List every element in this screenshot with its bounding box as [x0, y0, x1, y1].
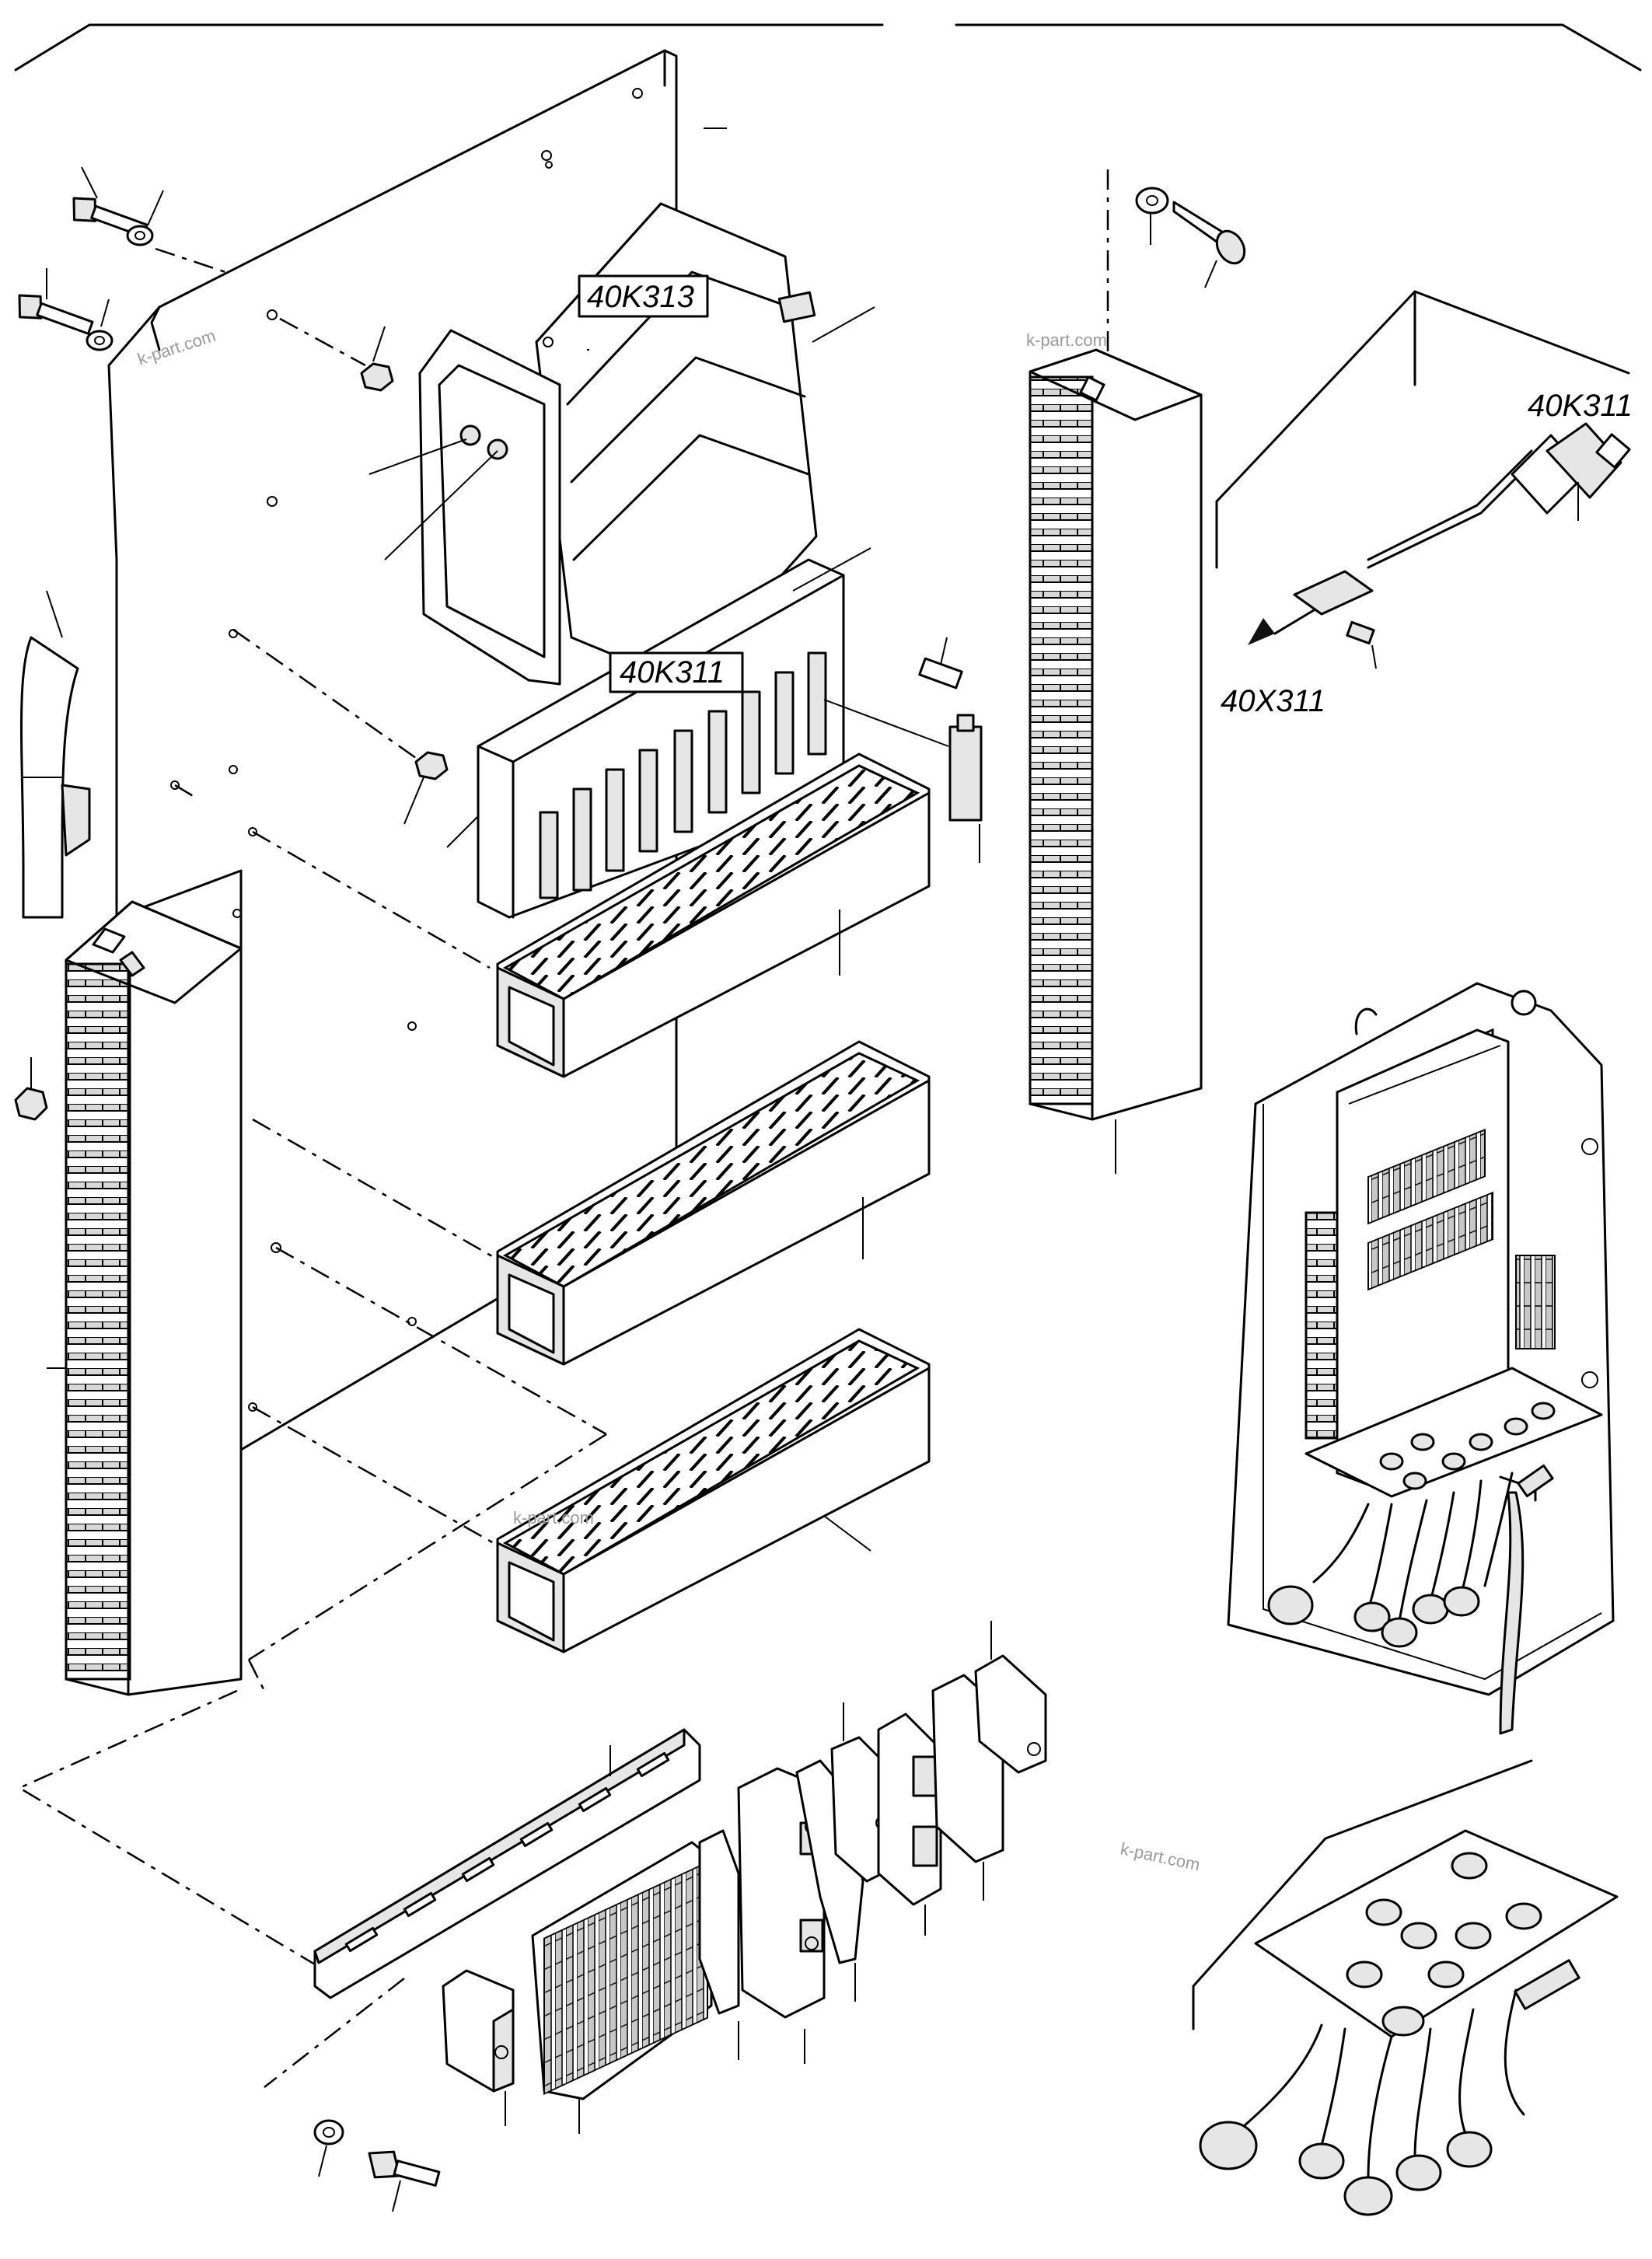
cable-40k311: 40K311 40X311 [1215, 290, 1633, 718]
end-clamp-left [442, 1969, 515, 2126]
cable-harness [20, 590, 91, 919]
bolt-group-bottom [313, 2119, 441, 2212]
vertical-duct-right [1029, 348, 1203, 1174]
watermark-4: k-part.com [1119, 1838, 1202, 1874]
label-40k313: 40K313 [587, 280, 694, 314]
frame-lines [14, 23, 1642, 72]
assembled-cabinet-view [1227, 982, 1615, 1735]
label-40x311: 40X311 [1221, 684, 1325, 718]
vertical-duct-left [47, 900, 243, 1696]
label-40k311-cable: 40K311 [1528, 389, 1633, 423]
terminal-block-bank [531, 1841, 713, 2134]
label-40k311-box: 40K311 [620, 655, 725, 690]
cable-glands-detail [1346, 1852, 1542, 2037]
cable-glands-assembled [1379, 1402, 1556, 1490]
horizontal-duct-1 [496, 752, 931, 1078]
connector-slots [539, 651, 827, 899]
bolt-group-top-left [18, 166, 226, 351]
din-rail-slots [344, 1751, 670, 1953]
end-plates [698, 1621, 1047, 2064]
din-rail [313, 1728, 701, 1999]
watermark-3: k-part.com [513, 1508, 594, 1528]
gland-plate-detail [1192, 1759, 1619, 2216]
screw-washer-top-right [1135, 187, 1246, 288]
guide-lines [17, 169, 1109, 2088]
plug-connector [918, 637, 983, 863]
module-40k311: 40K311 [477, 547, 949, 919]
horizontal-duct-2 [496, 1040, 931, 1366]
module-40k313: 40K313 [368, 202, 875, 686]
watermark-2: k-part.com [1026, 330, 1107, 350]
horizontal-duct-3 [496, 1328, 931, 1653]
